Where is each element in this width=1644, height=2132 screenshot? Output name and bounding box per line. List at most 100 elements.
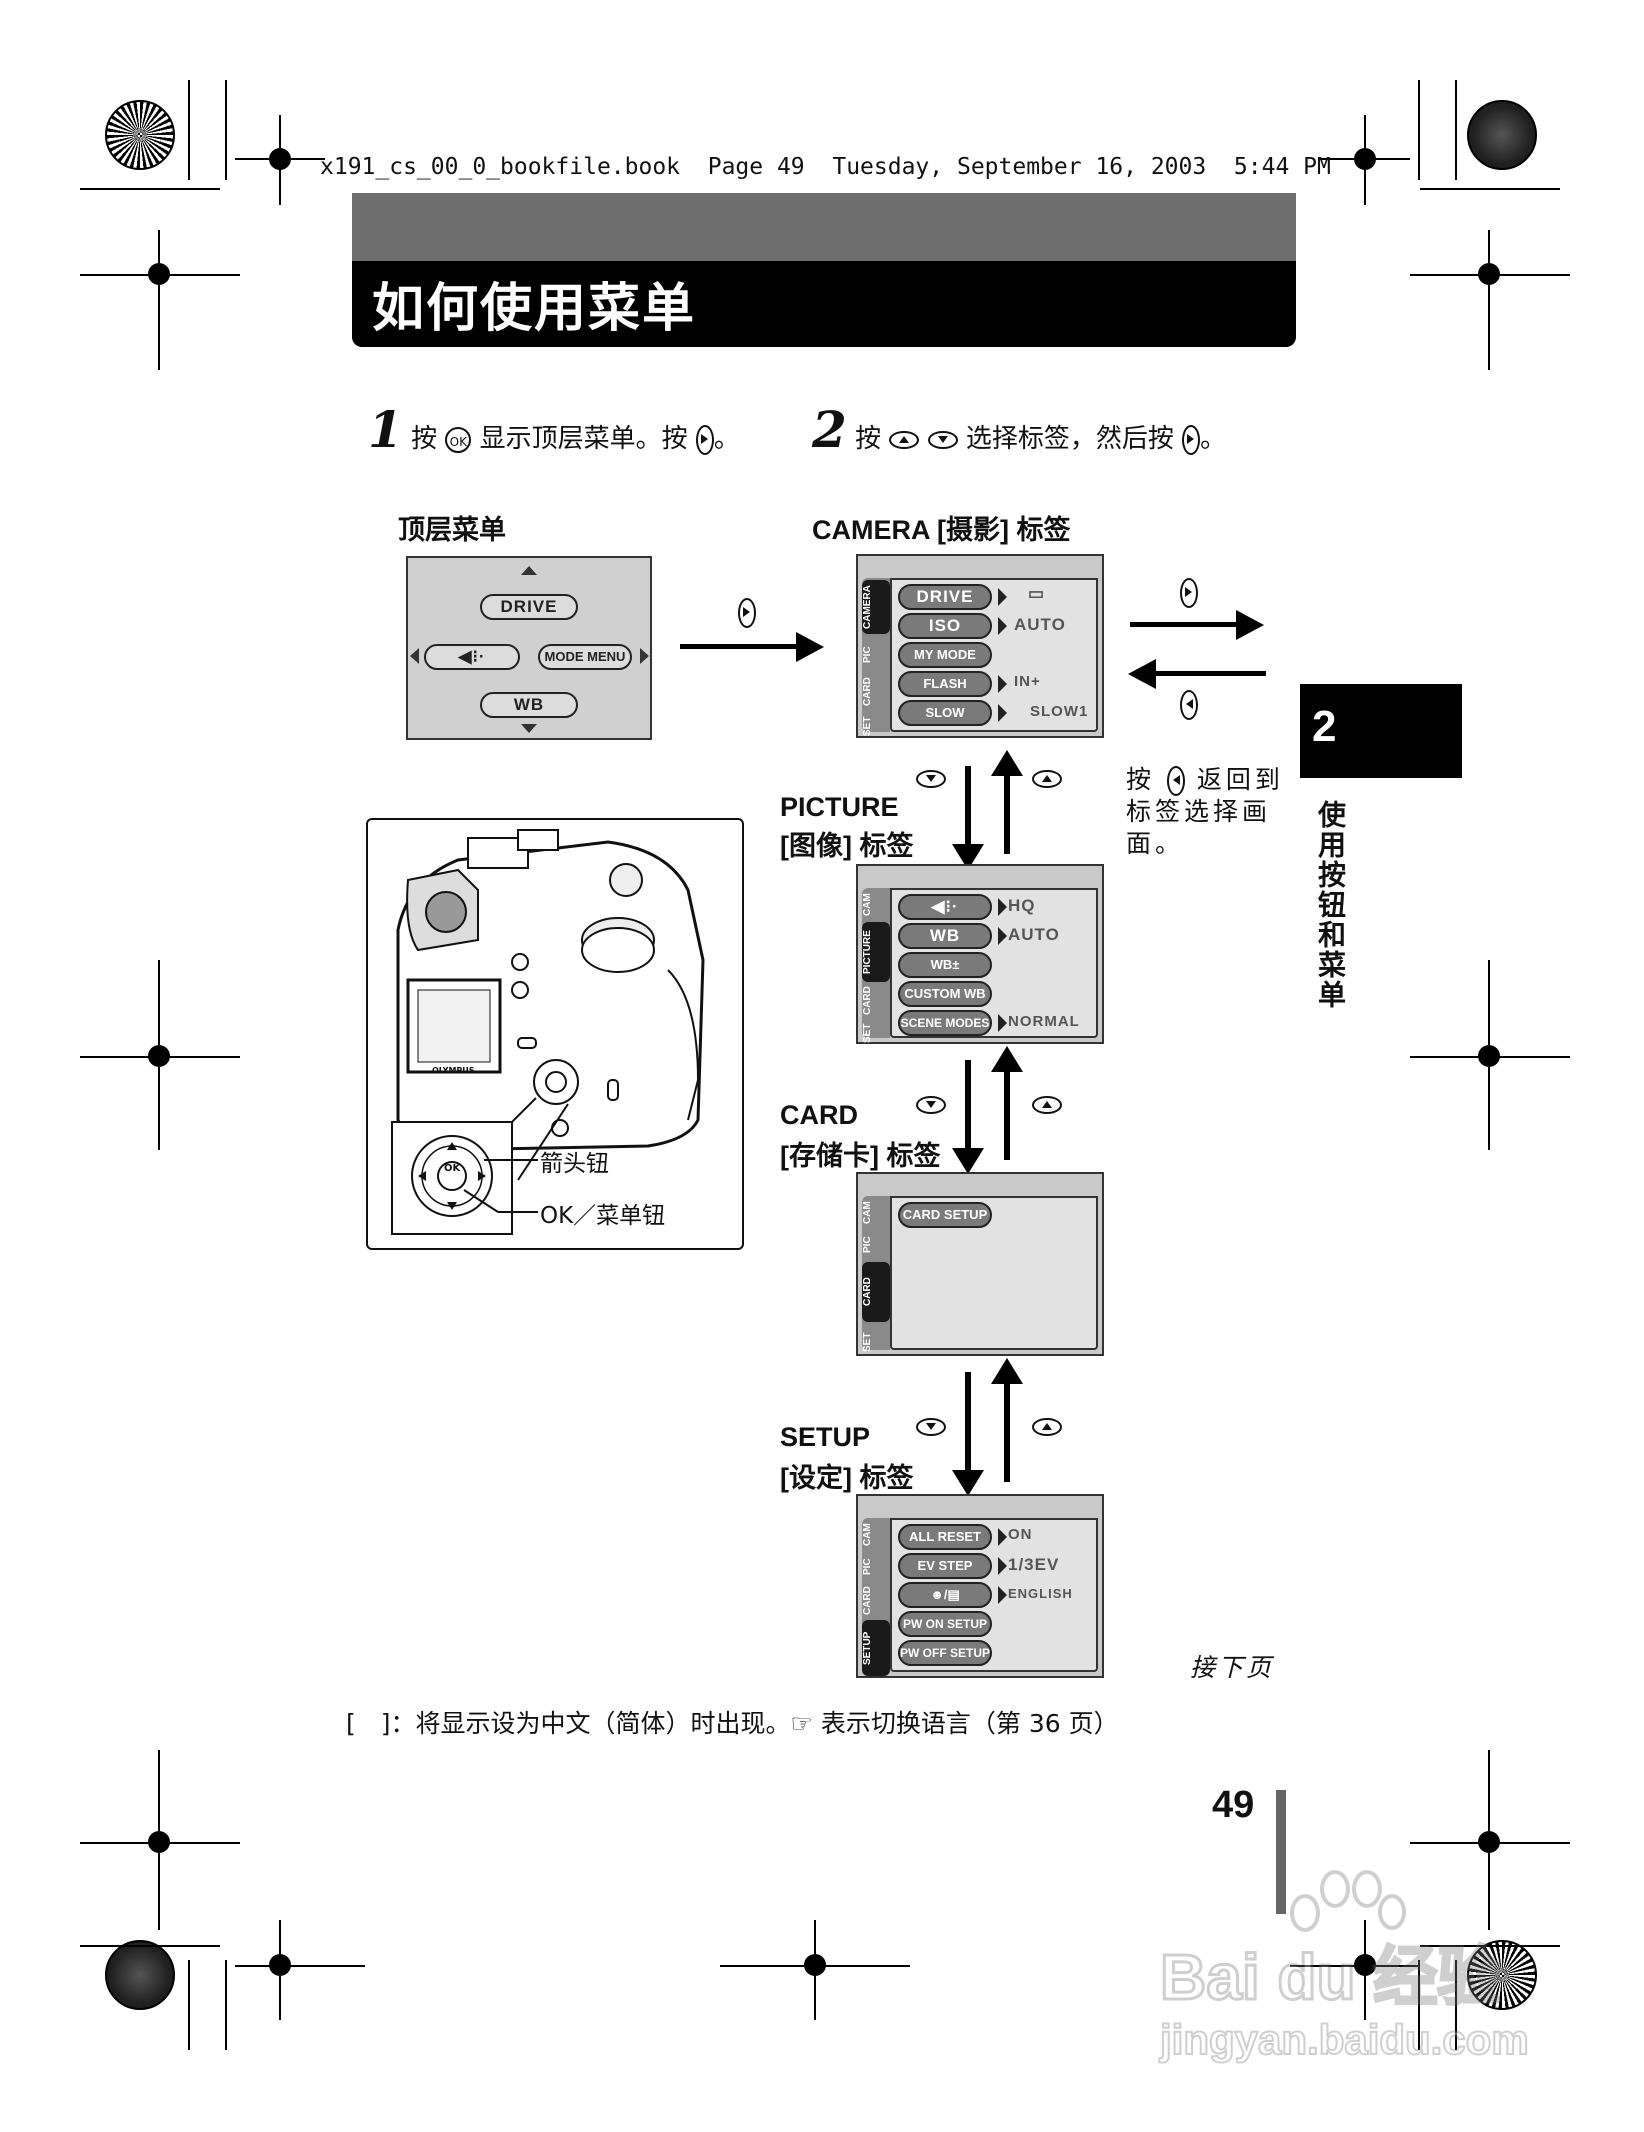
up-arrow-button-icon (889, 430, 920, 449)
paw-logo-icon (1280, 1864, 1406, 1964)
tab-card[interactable]: CARD (862, 1586, 873, 1616)
tab-card[interactable]: CARD (862, 1262, 890, 1322)
tab-card[interactable]: CARD (862, 677, 873, 707)
picture-tab-label: PICTURE (780, 792, 899, 822)
menu-item-language[interactable]: ☻/▤ (898, 1582, 992, 1608)
arrow-button-callout: 箭头钮 (540, 1151, 609, 1177)
menu-item-pw-off-setup[interactable]: PW OFF SETUP (898, 1640, 992, 1666)
menu-item-quality[interactable]: ◀⁝· (898, 894, 992, 920)
menu-item-custom-wb[interactable]: CUSTOM WB (898, 981, 992, 1007)
crosshair-line (235, 1965, 365, 1967)
page-title: 如何使用菜单 (372, 279, 697, 339)
step-text: 。 (713, 424, 740, 454)
menu-value: AUTO (1008, 925, 1060, 944)
crosshair-icon (148, 1045, 170, 1067)
crop-line (1418, 1960, 1420, 2050)
title-band (352, 261, 1296, 347)
left-arrow-button-icon (1180, 690, 1198, 720)
menu-item-my-mode[interactable]: MY MODE (898, 642, 992, 668)
tab-camera[interactable]: CAM (862, 893, 873, 917)
setup-tab-label-sub: [设定] 标签 (780, 1463, 914, 1493)
back-note-text: 按 (1126, 765, 1156, 794)
up-arrow-button-icon (1032, 1096, 1062, 1114)
crosshair-icon (804, 1954, 826, 1976)
menu-item-wb-adjust[interactable]: WB± (898, 952, 992, 978)
drive-menu-button[interactable]: DRIVE (480, 594, 578, 620)
step-text: 。 (1200, 424, 1227, 454)
menu-item-wb[interactable]: WB (898, 923, 992, 949)
wb-menu-button[interactable]: WB (480, 692, 578, 718)
card-tab-screen: CAM PIC CARD SET CARD SETUP (856, 1172, 1104, 1356)
menu-value: AUTO (1014, 615, 1066, 634)
step-text: 按 (855, 424, 882, 454)
arrow-icon (998, 675, 1007, 693)
up-arrow-button-icon (1032, 1418, 1062, 1436)
crosshair-icon (1478, 263, 1500, 285)
mode-menu-button[interactable]: MODE MENU (538, 644, 632, 670)
back-note-text: 返回到 (1196, 765, 1284, 794)
tab-camera[interactable]: CAM (862, 1523, 873, 1547)
tab-camera[interactable]: CAMERA (862, 580, 890, 634)
step-1: 1 按 OK 显示顶层菜单。按 。 (368, 400, 740, 459)
menu-item-ev-step[interactable]: EV STEP (898, 1553, 992, 1579)
crosshair-icon (1354, 148, 1376, 170)
ok-button-callout: OK／菜单钮 (540, 1203, 666, 1229)
menu-item-pw-on-setup[interactable]: PW ON SETUP (898, 1611, 992, 1637)
step-number: 2 (812, 400, 847, 459)
crop-line (1420, 1945, 1560, 1947)
tab-setup[interactable]: SET (862, 1023, 873, 1043)
crosshair-icon (1478, 1045, 1500, 1067)
menu-item-flash[interactable]: FLASH (898, 671, 992, 697)
menu-value: 1/3EV (1008, 1555, 1060, 1574)
ok-button-icon: OK (445, 426, 472, 453)
tab-camera[interactable]: CAM (862, 1201, 873, 1225)
up-indicator-icon (521, 566, 537, 575)
arrow-icon (998, 1014, 1007, 1032)
crop-line (1418, 80, 1420, 180)
tab-column: CAM PIC CARD SET (862, 1196, 890, 1352)
crop-line (1455, 1960, 1457, 2050)
tab-picture[interactable]: PIC (862, 1558, 873, 1576)
back-note-line: 面。 (1126, 829, 1185, 858)
arrow-icon (998, 704, 1007, 722)
step-number: 1 (368, 400, 403, 459)
baidu-watermark: Bai du 经验 jingyan.baidu.com (1158, 1864, 1540, 2114)
menu-item-slow[interactable]: SLOW (898, 700, 992, 726)
crop-line (225, 1960, 227, 2050)
crop-line (225, 80, 227, 180)
top-menu-label: 顶层菜单 (398, 515, 506, 545)
crop-line (80, 1945, 220, 1947)
crosshair-icon (269, 1954, 291, 1976)
arrow-icon (998, 588, 1007, 606)
menu-item-card-setup[interactable]: CARD SETUP (898, 1202, 992, 1228)
left-indicator-icon (410, 648, 419, 664)
tab-setup[interactable]: SETUP (862, 1620, 890, 1676)
menu-item-scene-modes[interactable]: SCENE MODES (898, 1010, 992, 1036)
picture-tab-screen: CAM PICTURE CARD SET ◀⁝· HQ WB AUTO WB± … (856, 864, 1104, 1044)
ball-mark-icon (105, 1940, 175, 2010)
menu-item-iso[interactable]: ISO (898, 613, 992, 639)
crosshair-icon (148, 263, 170, 285)
menu-item-all-reset[interactable]: ALL RESET (898, 1524, 992, 1550)
camera-tab-screen: CAMERA PIC CARD SET DRIVE ▭ ISO AUTO MY … (856, 554, 1104, 738)
menu-value: ENGLISH (1008, 1586, 1073, 1601)
flow-arrow-left (1154, 671, 1266, 676)
tab-setup[interactable]: SET (862, 1332, 873, 1352)
top-menu-screen: DRIVE ◀⁝· MODE MENU WB (406, 556, 652, 740)
title-band-top (352, 193, 1296, 261)
quality-menu-button[interactable]: ◀⁝· (424, 644, 520, 670)
tab-column: CAM PIC CARD SETUP (862, 1518, 890, 1676)
flow-arrow-right (1130, 622, 1240, 627)
tab-card[interactable]: CARD (862, 986, 873, 1016)
menu-item-drive[interactable]: DRIVE (898, 584, 992, 610)
right-arrow-button-icon (738, 598, 756, 628)
sunburst-mark-icon (105, 100, 175, 170)
tab-picture[interactable]: PICTURE (862, 922, 890, 982)
file-header: x191_cs_00_0_bookfile.book Page 49 Tuesd… (320, 154, 1331, 180)
crop-line (80, 188, 220, 190)
menu-value: HQ (1008, 896, 1036, 915)
tab-picture[interactable]: PIC (862, 646, 873, 664)
tab-setup[interactable]: SET (862, 716, 873, 736)
right-arrow-button-icon (1180, 578, 1198, 608)
tab-picture[interactable]: PIC (862, 1236, 873, 1254)
